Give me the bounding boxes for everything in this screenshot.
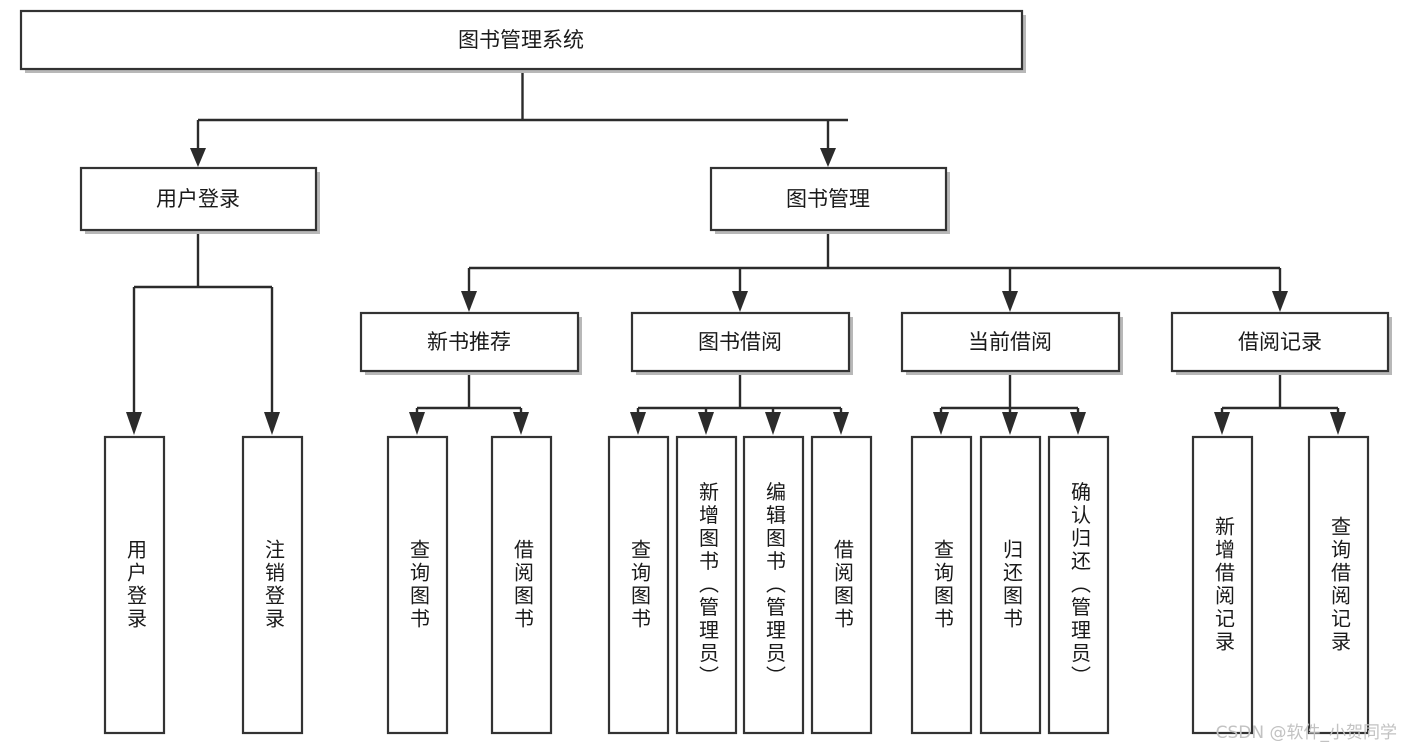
arrowhead-cb-leaf2: [1070, 412, 1086, 435]
leaf-book-borrow-2-box: [742, 435, 805, 735]
node-book-borrow[interactable]: 图书借阅: [630, 311, 853, 375]
arrowhead-br-leaf0: [1214, 412, 1230, 435]
node-book-borrow-label: 图书借阅: [698, 330, 782, 354]
arrowhead-current-borrow: [1002, 291, 1018, 312]
arrowhead-bb-leaf2: [765, 412, 781, 435]
node-borrow-record-box: [1170, 311, 1390, 373]
leaf-book-borrow-2[interactable]: 编辑图书（管理员）: [742, 435, 805, 735]
leaf-book-borrow-3-label: 借阅图书: [831, 539, 855, 631]
leaf-book-borrow-0[interactable]: 查询图书: [607, 435, 670, 735]
node-current-borrow-box: [900, 311, 1121, 373]
node-new-book-recommend-label: 新书推荐: [427, 330, 511, 354]
leaf-current-borrow-0[interactable]: 查询图书: [910, 435, 973, 735]
leaf-new-book-1-box: [490, 435, 553, 735]
arrowhead-cb-leaf1: [1002, 412, 1018, 435]
leaf-user-login-0-label: 用户登录: [124, 539, 148, 631]
leaf-book-borrow-0-box: [607, 435, 670, 735]
leaf-borrow-record-0-label: 新增借阅记录: [1212, 516, 1236, 654]
arrowhead-bb-leaf3: [833, 412, 849, 435]
leaf-current-borrow-0-label: 查询图书: [931, 539, 955, 631]
node-borrow-record-label: 借阅记录: [1238, 330, 1322, 354]
node-root-box: [19, 9, 1024, 71]
arrowhead-ul-leaf0: [126, 412, 142, 435]
leaf-book-borrow-2-label: 编辑图书（管理员）: [763, 481, 787, 688]
leaf-user-login-0-box: [103, 435, 166, 735]
leaf-current-borrow-2-box: [1047, 435, 1110, 735]
node-user-login[interactable]: 用户登录: [79, 166, 320, 234]
arrowhead-br-leaf1: [1330, 412, 1346, 435]
connector-group: [126, 71, 1346, 435]
leaf-current-borrow-1-box: [979, 435, 1042, 735]
leaf-user-login-0[interactable]: 用户登录: [103, 435, 166, 735]
arrowhead-nb-leaf0: [409, 412, 425, 435]
leaf-new-book-1[interactable]: 借阅图书: [490, 435, 553, 735]
leaf-current-borrow-1[interactable]: 归还图书: [979, 435, 1042, 735]
leaf-new-book-0[interactable]: 查询图书: [386, 435, 449, 735]
leaf-book-borrow-3[interactable]: 借阅图书: [810, 435, 873, 735]
leaf-current-borrow-2[interactable]: 确认归还（管理员）: [1047, 435, 1110, 735]
leaf-book-borrow-1[interactable]: 新增图书（管理员）: [675, 435, 738, 735]
arrowhead-nb-leaf1: [513, 412, 529, 435]
leaf-user-login-1-label: 注销登录: [262, 539, 286, 631]
node-user-login-box: [79, 166, 318, 232]
node-book-management-label: 图书管理: [786, 187, 870, 211]
leaf-borrow-record-0[interactable]: 新增借阅记录: [1191, 435, 1254, 735]
node-root[interactable]: 图书管理系统: [19, 9, 1026, 73]
leaf-current-borrow-0-box: [910, 435, 973, 735]
leaf-borrow-record-1-box: [1307, 435, 1370, 735]
arrowhead-cb-leaf0: [933, 412, 949, 435]
node-new-book-recommend[interactable]: 新书推荐: [359, 311, 582, 375]
leaf-current-borrow-2-label: 确认归还（管理员）: [1068, 481, 1092, 688]
leaf-new-book-1-label: 借阅图书: [511, 539, 535, 631]
arrowhead-user-login: [190, 148, 206, 167]
leaf-current-borrow-1-label: 归还图书: [1000, 539, 1024, 631]
node-book-management[interactable]: 图书管理: [709, 166, 950, 234]
node-root-label: 图书管理系统: [458, 28, 584, 52]
node-borrow-record[interactable]: 借阅记录: [1170, 311, 1392, 375]
arrowhead-book-borrow: [732, 291, 748, 312]
leaf-borrow-record-0-box: [1191, 435, 1254, 735]
node-book-management-box: [709, 166, 948, 232]
arrowhead-bb-leaf0: [630, 412, 646, 435]
arrowhead-bb-leaf1: [698, 412, 714, 435]
node-book-borrow-box: [630, 311, 851, 373]
node-new-book-recommend-box: [359, 311, 580, 373]
arrowhead-borrow-record: [1272, 291, 1288, 312]
node-current-borrow-label: 当前借阅: [968, 330, 1052, 354]
leaf-new-book-0-box: [386, 435, 449, 735]
arrowhead-book-mgmt: [820, 148, 836, 167]
arrowhead-new-book: [461, 291, 477, 312]
leaf-book-borrow-3-box: [810, 435, 873, 735]
leaf-user-login-1-box: [241, 435, 304, 735]
leaf-new-book-0-label: 查询图书: [407, 539, 431, 631]
arrowhead-ul-leaf1: [264, 412, 280, 435]
leaf-book-borrow-1-label: 新增图书（管理员）: [696, 481, 720, 688]
leaf-book-borrow-0-label: 查询图书: [628, 539, 652, 631]
node-user-login-label: 用户登录: [156, 187, 240, 211]
node-current-borrow[interactable]: 当前借阅: [900, 311, 1123, 375]
leaf-user-login-1[interactable]: 注销登录: [241, 435, 304, 735]
leaf-borrow-record-1[interactable]: 查询借阅记录: [1307, 435, 1370, 735]
leaf-borrow-record-1-label: 查询借阅记录: [1328, 516, 1352, 654]
leaf-book-borrow-1-box: [675, 435, 738, 735]
